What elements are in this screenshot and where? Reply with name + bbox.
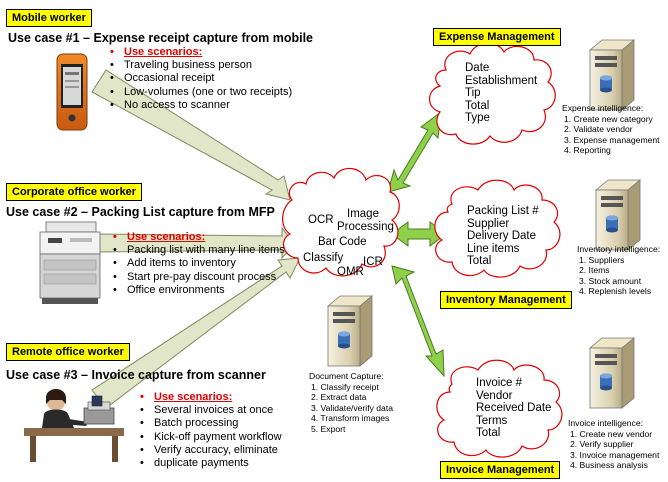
server-icon xyxy=(589,39,635,111)
document-capture-title: Document Capture: xyxy=(309,371,384,381)
invoice-intelligence-title: Invoice intelligence: xyxy=(568,418,644,428)
list-item: 2. Validate vendor xyxy=(564,124,633,135)
scenarios-heading: Use scenarios: xyxy=(113,231,285,244)
center-word-icr: ICR xyxy=(363,256,383,268)
list-item: Terms xyxy=(476,414,508,427)
list-item: Supplier xyxy=(467,217,510,230)
arrow-center-invoice xyxy=(391,265,445,378)
list-item: 1. Classify receipt xyxy=(311,381,379,392)
list-item: Type xyxy=(465,112,490,125)
list-item: 1. Create new category xyxy=(564,113,653,124)
list-item: Start pre-pay discount process xyxy=(113,271,285,284)
inventory-cloud xyxy=(434,179,561,278)
inventory-management-label: Inventory Management xyxy=(440,291,572,309)
scenarios-heading: Use scenarios: xyxy=(140,391,282,404)
expense-cloud xyxy=(428,42,556,145)
list-item: No access to scanner xyxy=(110,99,292,112)
use-case-1-title: Use case #1 – Expense receipt capture fr… xyxy=(8,31,313,45)
mobile-worker-label: Mobile worker xyxy=(6,9,92,27)
inventory-intelligence-title: Inventory intelligence: xyxy=(577,244,661,254)
list-item: 4. Replenish levels xyxy=(579,286,652,297)
list-item: 1. Suppliers xyxy=(579,254,625,265)
center-word-classify: Classify xyxy=(303,252,344,264)
list-item: Vendor xyxy=(476,389,513,402)
list-item: Add items to inventory xyxy=(113,257,285,270)
list-item: 4. Reporting xyxy=(564,145,611,156)
list-item: Traveling business person xyxy=(110,59,292,72)
list-item: 4. Business analysis xyxy=(570,460,648,471)
arrow-center-expense xyxy=(387,110,442,193)
list-item: Packing list with many line items xyxy=(113,244,285,257)
list-item: Received Date xyxy=(476,402,552,415)
printer-copier-icon xyxy=(39,221,101,304)
invoice-cloud xyxy=(436,359,563,458)
scenarios-heading: Use scenarios: xyxy=(110,46,292,59)
center-word-processing: Processing xyxy=(337,221,394,233)
list-item: 3. Stock amount xyxy=(579,275,642,286)
list-item: 4. Transform images xyxy=(311,413,390,424)
center-word-omr: OMR xyxy=(337,266,364,278)
center-word-image: Image xyxy=(347,208,379,220)
list-item: 3. Invoice management xyxy=(570,449,660,460)
list-item: Total xyxy=(476,427,501,440)
list-item: Kick-off payment workflow xyxy=(140,431,282,444)
list-item: Office environments xyxy=(113,284,285,297)
expense-fields: Date Establishment Tip Total Type xyxy=(465,62,537,125)
invoice-management-label: Invoice Management xyxy=(440,461,561,479)
list-item: Tip xyxy=(465,87,481,100)
server-icon xyxy=(595,179,641,251)
list-item: Invoice # xyxy=(476,377,523,389)
use-case-2-title: Use case #2 – Packing List capture from … xyxy=(6,205,275,219)
list-item: Low-volumes (one or two receipts) xyxy=(110,86,292,99)
invoice-intelligence-list: Invoice intelligence: 1. Create new vend… xyxy=(568,418,659,471)
list-item: duplicate payments xyxy=(140,457,282,470)
list-item: Packing List # xyxy=(467,205,539,217)
list-item: 2. Extract data xyxy=(311,392,367,403)
list-item: Establishment xyxy=(465,74,538,87)
list-item: Occasional receipt xyxy=(110,72,292,85)
inventory-fields: Packing List # Supplier Delivery Date Li… xyxy=(467,205,539,268)
remote-worker-label: Remote office worker xyxy=(6,343,130,361)
expense-intelligence-title: Expense intelligence: xyxy=(562,103,644,113)
list-item: 1. Create new vendor xyxy=(570,428,653,439)
list-item: 3. Expense management xyxy=(564,134,660,145)
list-item: Total xyxy=(467,255,492,268)
list-item: Batch processing xyxy=(140,417,282,430)
mobile-scenarios: Use scenarios: Traveling business person… xyxy=(110,46,292,112)
smartphone-icon xyxy=(56,53,88,131)
server-icon xyxy=(589,337,635,409)
corporate-scenarios: Use scenarios: Packing list with many li… xyxy=(113,231,285,297)
center-word-ocr: OCR xyxy=(308,214,334,226)
list-item: Verify accuracy, eliminate xyxy=(140,444,282,457)
list-item: 5. Export xyxy=(311,423,346,434)
inventory-intelligence-list: Inventory intelligence: 1. Suppliers 2. … xyxy=(577,244,660,297)
list-item: Several invoices at once xyxy=(140,404,282,417)
expense-intelligence-list: Expense intelligence: 1. Create new cate… xyxy=(562,103,660,156)
remote-scenarios: Use scenarios: Several invoices at once … xyxy=(140,391,282,470)
list-item: Date xyxy=(465,62,490,74)
invoice-fields: Invoice # Vendor Received Date Terms Tot… xyxy=(476,377,551,440)
document-capture-list: Document Capture: 1. Classify receipt 2.… xyxy=(309,371,393,435)
server-icon xyxy=(327,295,373,367)
corporate-worker-label: Corporate office worker xyxy=(6,183,143,201)
use-case-3-title: Use case #3 – Invoice capture from scann… xyxy=(6,368,266,382)
list-item: Line items xyxy=(467,242,520,255)
list-item: 3. Validate/verify data xyxy=(311,402,394,413)
list-item: 2. Items xyxy=(579,265,610,276)
list-item: Total xyxy=(465,99,490,112)
person-at-scanner-icon xyxy=(24,389,124,462)
list-item: 2. Verify supplier xyxy=(570,439,634,450)
center-word-barcode: Bar Code xyxy=(318,236,367,248)
center-cloud xyxy=(282,167,400,277)
expense-management-label: Expense Management xyxy=(433,28,561,46)
list-item: Delivery Date xyxy=(467,230,537,243)
